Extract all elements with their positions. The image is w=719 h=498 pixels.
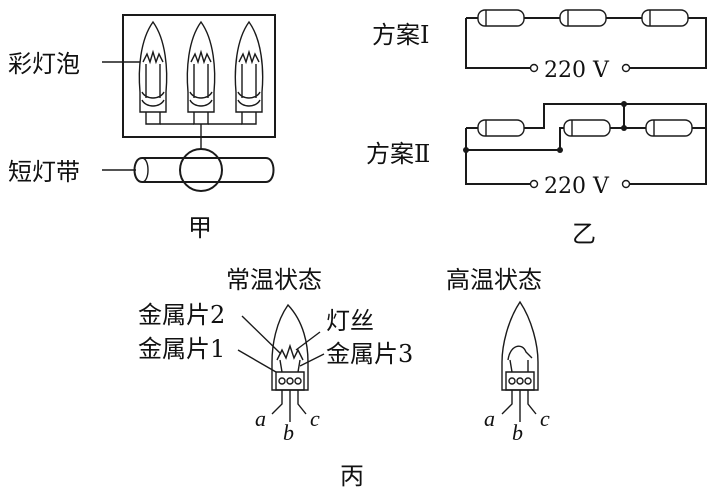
- bulb-box: [122, 14, 276, 138]
- plan2-node-1: [463, 147, 469, 153]
- plan2-terminal-left: [529, 179, 539, 189]
- hot-state-title: 高温状态: [446, 266, 542, 294]
- short-strip: [133, 148, 275, 192]
- plan1-circuit: [465, 17, 707, 69]
- plate2-leader: [241, 315, 282, 355]
- plan2-voltage: 220 V: [544, 174, 610, 199]
- plate1-leader: [237, 349, 277, 373]
- caption-yi: 乙: [572, 220, 596, 248]
- figure-bing: 常温状态 高温状态 金属片2 金属片1 灯丝 金属片3 a b c: [138, 266, 550, 490]
- filament-label: 灯丝: [326, 307, 374, 335]
- pin-b-normal: b: [283, 420, 294, 445]
- plan1-label: 方案Ⅰ: [372, 21, 429, 49]
- bulb-1: [138, 20, 168, 125]
- bulb-2: [186, 20, 216, 125]
- plan2-node-2: [621, 101, 627, 107]
- pin-c-normal: c: [310, 406, 320, 431]
- plan1-terminal-right: [621, 63, 631, 73]
- plate3-label: 金属片3: [326, 340, 413, 368]
- normal-state-bulb: [271, 303, 309, 422]
- plan1-lamps: [477, 9, 689, 27]
- plan2-node-4: [557, 147, 563, 153]
- pin-b-hot: b: [512, 420, 523, 445]
- plan2-lamps: [477, 119, 693, 137]
- caption-jia: 甲: [188, 214, 212, 242]
- plan1-voltage: 220 V: [544, 58, 610, 83]
- plan2-terminal-right: [621, 179, 631, 189]
- plan2-node-3: [621, 125, 627, 131]
- strip-label: 短灯带: [8, 158, 80, 186]
- filament-leader: [295, 331, 321, 351]
- strip-connector: [179, 148, 223, 192]
- bulb-label: 彩灯泡: [8, 50, 80, 78]
- normal-state-title: 常温状态: [226, 266, 322, 294]
- plate1-label: 金属片1: [138, 335, 225, 363]
- hot-state-bulb: [501, 300, 539, 422]
- plan2-label: 方案Ⅱ: [366, 140, 430, 168]
- figure-yi: 方案Ⅰ 220 V 方案Ⅱ 220 V 乙: [366, 9, 707, 248]
- figure-jia: 彩灯泡 短灯带 甲: [8, 14, 276, 242]
- pin-a-hot: a: [484, 406, 495, 431]
- plate2-label: 金属片2: [138, 301, 225, 329]
- plan1-terminal-left: [529, 63, 539, 73]
- pin-a-normal: a: [255, 406, 266, 431]
- caption-bing: 丙: [340, 462, 364, 490]
- plan2-circuit: [465, 103, 707, 185]
- pin-c-hot: c: [540, 406, 550, 431]
- bulb-wires: [160, 123, 242, 150]
- bulb-3: [234, 20, 264, 125]
- plate3-leader: [299, 353, 325, 367]
